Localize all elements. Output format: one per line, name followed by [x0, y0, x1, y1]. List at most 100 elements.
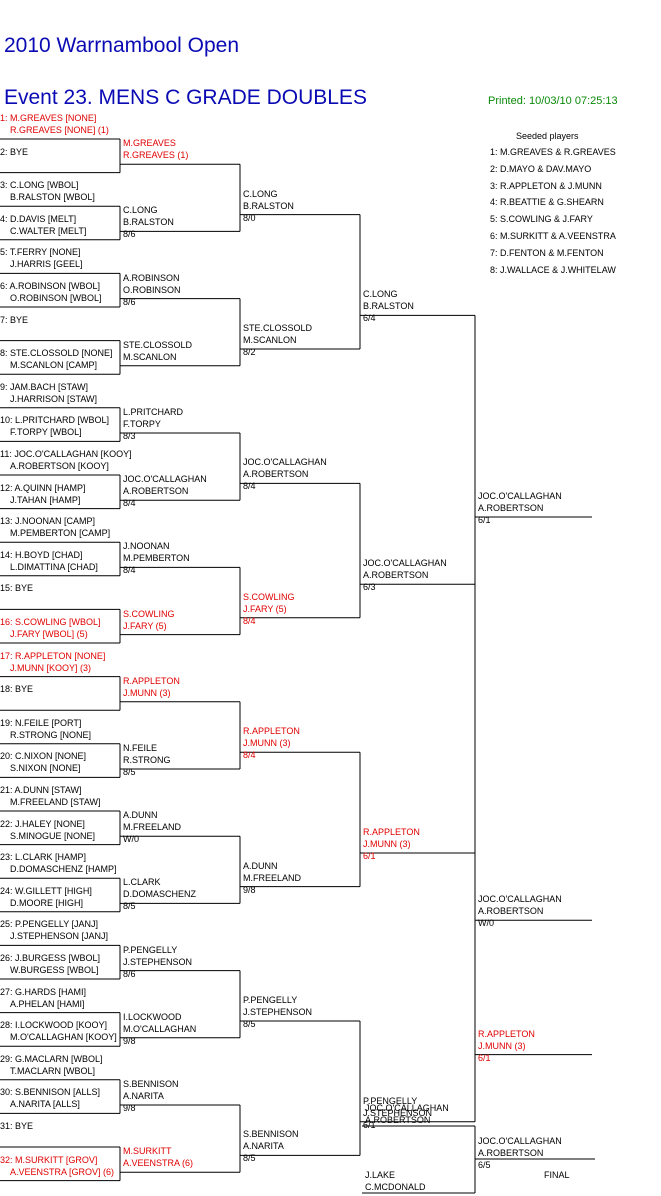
r5-player2: A.ROBERTSON [478, 503, 544, 513]
draw-entry-player1: 3: C.LONG [WBOL] [0, 180, 79, 191]
final-finalist1-player2: A.ROBERTSON [365, 1115, 431, 1125]
draw-entry-player1: 11: JOC.O'CALLAGHAN [KOOY] [0, 449, 132, 459]
seed-entry: 5: S.COWLING & J.FARY [490, 214, 593, 225]
draw-entry-player1: 22: J.HALEY [NONE] [0, 818, 85, 829]
draw-entry-player2: J.TAHAN [HAMP] [10, 494, 81, 505]
r2-player2: A.ROBERTSON [123, 486, 189, 497]
draw-entry-player1: 9: JAM.BACH [STAW] [0, 381, 89, 392]
seed-entry: 3: R.APPLETON & J.MUNN [490, 180, 602, 191]
r2-score: 9/8 [123, 1035, 136, 1046]
r3-score: 8/4 [243, 750, 256, 761]
seed-entry: 2: D.MAYO & DAV.MAYO [490, 163, 592, 174]
draw-entry-player2: J.HARRIS [GEEL] [10, 259, 83, 270]
draw-entry-player1: 13: J.NOONAN [CAMP] [0, 516, 96, 527]
printed-timestamp: Printed: 10/03/10 07:25:13 [488, 95, 618, 107]
r2-player1: M.GREAVES [123, 138, 176, 149]
draw-entry-player1: 1: M.GREAVES [NONE] [0, 113, 97, 123]
draw-entry-player1: 10: L.PRITCHARD [WBOL] [0, 415, 110, 426]
draw-entry-player1: 26: J.BURGESS [WBOL] [0, 953, 101, 963]
r2-player1: C.LONG [123, 205, 158, 216]
r2-player1: N.FEILE [123, 743, 158, 753]
r3-score: 8/4 [243, 615, 256, 626]
final-finalist1-player1: JOC.O'CALLAGHAN [365, 1103, 449, 1113]
draw-entry-player1: 25: P.PENGELLY [JANJ] [0, 919, 99, 930]
event-title: Event 23. MENS C GRADE DOUBLES [4, 86, 367, 109]
r2-player2: A.NARITA [123, 1091, 164, 1101]
r2-player2: B.RALSTON [123, 217, 174, 228]
draw-entry-player2: A.VEENSTRA [GROV] (6) [10, 1166, 115, 1177]
draw-entry-player1: 28: I.LOCKWOOD [KOOY] [0, 1020, 108, 1031]
draw-entry-player1: 19: N.FEILE [PORT] [0, 717, 82, 728]
r3-player2: M.FREELAND [243, 872, 302, 883]
final-winner-score: 6/5 [478, 1160, 491, 1170]
draw-entry-player2: M.SCANLON [CAMP] [10, 360, 98, 371]
draw-entry-player2: C.WALTER [MELT] [10, 225, 87, 236]
r2-player2: R.GREAVES (1) [123, 150, 189, 161]
draw-entry-player1: 20: C.NIXON [NONE] [0, 751, 87, 762]
r4-score: 6/1 [363, 1119, 376, 1130]
r3-player1: S.BENNISON [243, 1129, 299, 1140]
r6-score: W/0 [478, 918, 495, 929]
draw-entry-player2: J.STEPHENSON [JANJ] [10, 931, 109, 942]
r5-player1: JOC.O'CALLAGHAN [478, 491, 562, 501]
r2-player2: J.MUNN (3) [123, 687, 171, 698]
r3-player2: J.STEPHENSON [243, 1007, 313, 1017]
seed-entry: 4: R.BEATTIE & G.SHEARN [490, 197, 604, 208]
r2-score: 8/6 [123, 229, 136, 240]
r5-score: 6/1 [478, 515, 491, 525]
seed-entry: 6: M.SURKITT & A.VEENSTRA [490, 231, 616, 241]
r2-player1: A.DUNN [123, 810, 158, 821]
r2-player1: JOC.O'CALLAGHAN [123, 474, 207, 485]
r4-player2: J.MUNN (3) [363, 839, 411, 849]
r3-player1: A.DUNN [243, 860, 278, 871]
draw-entry-player2: D.DOMASCHENZ [HAMP] [10, 864, 117, 875]
draw-entry-player2: S.NIXON [NONE] [10, 763, 81, 774]
draw-entry-player2: R.STRONG [NONE] [10, 729, 92, 740]
r4-player1: P.PENGELLY [363, 1095, 418, 1106]
r3-score: 8/5 [243, 1019, 256, 1029]
r3-score: 8/2 [243, 347, 256, 357]
draw-entry-player2: D.MOORE [HIGH] [10, 897, 84, 908]
draw-entry-player2: M.PEMBERTON [CAMP] [10, 528, 111, 539]
final-label: FINAL [544, 1170, 570, 1180]
r5-score: 6/1 [478, 1052, 491, 1063]
r2-player2: M.FREELAND [123, 822, 182, 833]
r2-score: 8/6 [123, 968, 136, 979]
r4-score: 6/4 [363, 313, 376, 324]
draw-entry-player1: 2: BYE [0, 146, 29, 157]
tournament-title: 2010 Warrnambool Open [4, 34, 240, 57]
r3-player2: A.NARITA [243, 1141, 284, 1152]
r3-player1: S.COWLING [243, 591, 295, 602]
draw-entry-player1: 4: D.DAVIS [MELT] [0, 213, 77, 224]
draw-entry-player2: A.PHELAN [HAMI] [10, 998, 85, 1009]
draw-entry-player1: 27: G.HARDS [HAMI] [0, 986, 87, 997]
draw-entry-player1: 21: A.DUNN [STAW] [0, 785, 82, 795]
draw-entry-player2: B.RALSTON [WBOL] [10, 192, 95, 203]
r4-player2: J.STEPHENSON [363, 1107, 433, 1118]
draw-entry-player2: R.GREAVES [NONE] (1) [10, 125, 109, 135]
r2-player2: M.O'CALLAGHAN [123, 1023, 197, 1034]
r4-player2: A.ROBERTSON [363, 570, 429, 581]
r6-player2: A.ROBERTSON [478, 906, 544, 917]
seed-entry: 7: D.FENTON & M.FENTON [490, 247, 604, 258]
r6-player1: JOC.O'CALLAGHAN [478, 894, 562, 905]
r2-player1: S.COWLING [123, 608, 175, 619]
r2-score: 8/6 [123, 296, 136, 307]
r3-score: 9/8 [243, 884, 256, 895]
r2-player1: A.ROBINSON [123, 272, 180, 283]
r2-player2: M.SCANLON [123, 351, 177, 362]
r2-player2: D.DOMASCHENZ [123, 889, 197, 900]
r4-player2: B.RALSTON [363, 301, 414, 312]
draw-entry-player1: 6: A.ROBINSON [WBOL] [0, 281, 101, 291]
r3-player1: R.APPLETON [243, 726, 300, 737]
draw-entry-player2: M.FREELAND [STAW] [10, 797, 101, 807]
r2-score: 8/4 [123, 498, 136, 509]
draw-entry-player2: W.BURGESS [WBOL] [10, 965, 99, 975]
r4-score: 6/3 [363, 582, 376, 593]
draw-entry-player1: 24: W.GILLETT [HIGH] [0, 885, 92, 896]
seed-entry: 1: M.GREAVES & R.GREAVES [490, 147, 616, 157]
r2-player1: M.SURKITT [123, 1146, 172, 1157]
draw-entry-player1: 7: BYE [0, 314, 29, 325]
r2-player2: J.FARY (5) [123, 620, 167, 631]
